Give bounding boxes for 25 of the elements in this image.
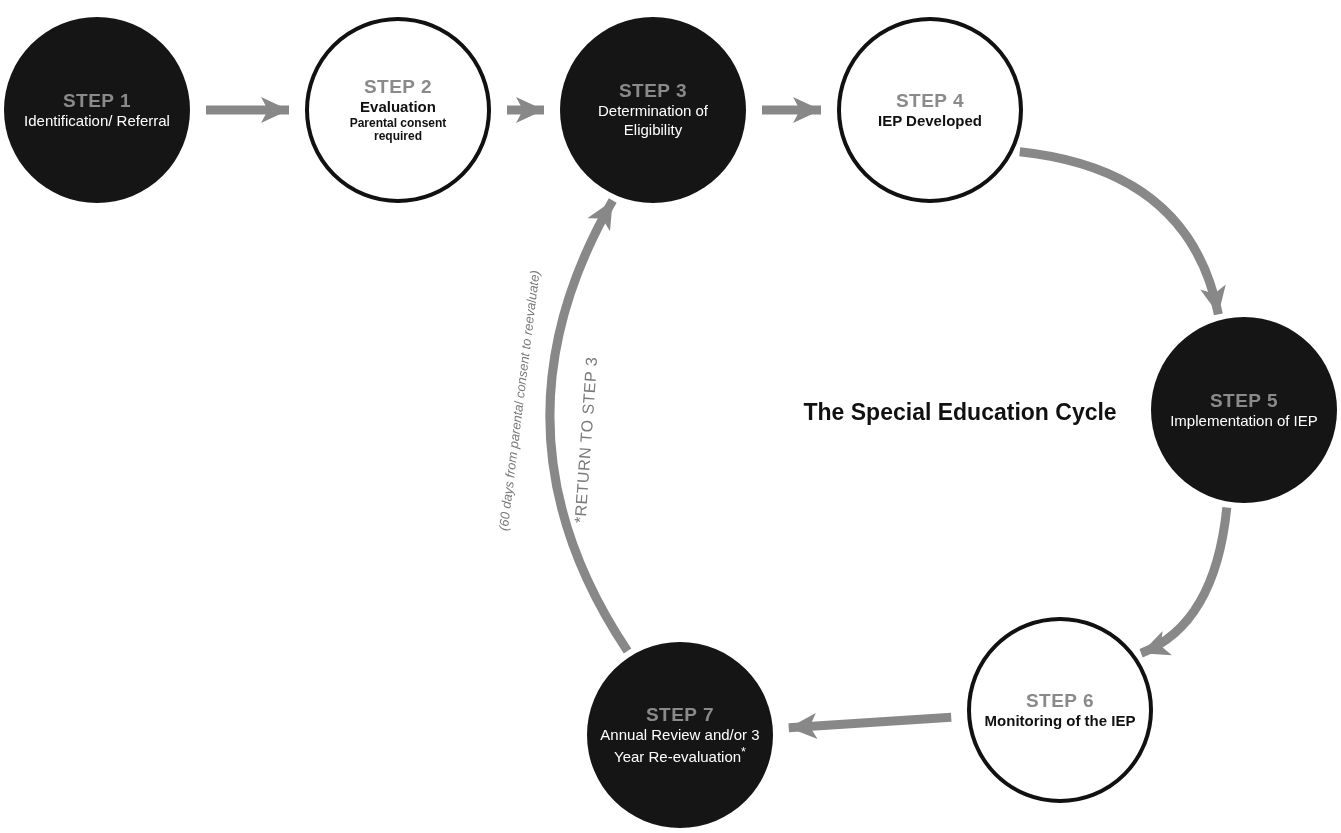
diagram-title: The Special Education Cycle xyxy=(803,398,1117,426)
step-number: STEP 5 xyxy=(1209,389,1279,412)
step-title: Identification/ Referral xyxy=(24,111,170,131)
step-title: Monitoring of the IEP xyxy=(984,711,1136,731)
note-text: (60 days from parental consent to reevaluate) xyxy=(495,268,543,532)
edge-label: *RETURN TO STEP 3 xyxy=(571,356,601,524)
step-number: STEP 1 xyxy=(62,89,132,112)
step-number: STEP 2 xyxy=(363,75,433,98)
step-note: Parental consent required xyxy=(348,116,448,145)
step-title: Evaluation xyxy=(360,97,436,117)
arrow xyxy=(1019,147,1225,316)
step-number: STEP 4 xyxy=(895,89,965,112)
step-number: STEP 6 xyxy=(1025,689,1095,712)
arrow xyxy=(507,97,544,123)
step-title: Implementation of IEP xyxy=(1170,411,1318,431)
arrow xyxy=(206,97,289,123)
step-title: Determination of Eligibility xyxy=(596,102,710,140)
step-title: IEP Developed xyxy=(878,111,982,131)
step-number: STEP 7 xyxy=(645,703,715,726)
arrow xyxy=(545,198,632,654)
step-number: STEP 3 xyxy=(618,80,688,103)
arrow xyxy=(788,712,952,739)
arrow xyxy=(1139,506,1232,658)
step-title: Annual Review and/or 3 Year Re-evaluation$^{*}$ xyxy=(599,725,761,767)
arrow xyxy=(762,97,821,123)
